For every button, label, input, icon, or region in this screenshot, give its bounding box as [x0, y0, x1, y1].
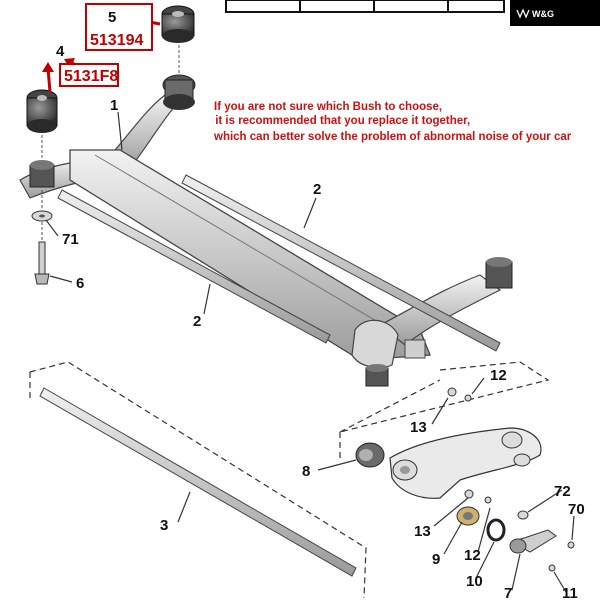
part-number-9: 9 [432, 551, 440, 568]
part-number-12-lower: 12 [464, 547, 481, 564]
part-number-12-upper: 12 [490, 367, 507, 384]
bracket-assembly [389, 427, 542, 499]
right-lower-bush [365, 364, 389, 387]
bush-9 [456, 506, 480, 526]
part-number-5: 5 [108, 9, 116, 26]
rod-3 [39, 387, 357, 577]
part-number-6: 6 [76, 275, 84, 292]
part-code-left: 5131F8 [64, 68, 118, 85]
axle-beam [69, 149, 431, 361]
part-number-7: 7 [504, 585, 512, 600]
code-box-top [85, 3, 153, 51]
rod-2-upper [181, 174, 501, 352]
part-number-13-upper: 13 [410, 419, 427, 436]
bolt-6 [34, 241, 50, 285]
bracket-boundary [339, 361, 550, 460]
rod-3-boundary [29, 361, 367, 599]
part-code-top: 513194 [90, 32, 143, 49]
bush-note-line-1: If you are not sure which Bush to choose… [214, 101, 442, 113]
bush-513194-part [161, 5, 195, 43]
bush-note-line-2: it is recommended that you replace it to… [212, 115, 470, 127]
rod-2-lower [57, 189, 331, 344]
upper-bush [162, 74, 196, 110]
code-box-left [59, 63, 119, 87]
leader-lines [45, 111, 575, 593]
part-number-1: 1 [110, 97, 118, 114]
brand-logo: W&G [510, 0, 600, 26]
left-mounted-bush [29, 160, 55, 188]
brand-wings-icon [516, 8, 530, 19]
bush-note-line-3: which can better solve the problem of ab… [213, 131, 572, 143]
part-number-3: 3 [160, 517, 168, 534]
part-number-8: 8 [302, 463, 310, 480]
part-number-2-lower: 2 [193, 313, 201, 330]
right-trailing-arm [351, 274, 502, 369]
small-hardware [447, 387, 575, 572]
ring-10 [486, 518, 506, 542]
part-number-72: 72 [554, 483, 571, 500]
bracket-7 [509, 529, 557, 554]
part-number-71: 71 [62, 231, 79, 248]
bush-5131F8-part [26, 89, 58, 133]
header-table [225, 0, 505, 13]
part-number-11: 11 [562, 585, 578, 600]
part-number-70: 70 [568, 501, 585, 518]
part-number-10: 10 [466, 573, 483, 590]
right-mounted-bush [485, 257, 513, 289]
part-number-13-lower: 13 [414, 523, 431, 540]
bush-8 [355, 442, 385, 468]
part-number-2-upper: 2 [313, 181, 321, 198]
brand-logo-text: W&G [532, 9, 554, 19]
part-number-4: 4 [56, 43, 65, 60]
washer-71 [31, 210, 53, 222]
